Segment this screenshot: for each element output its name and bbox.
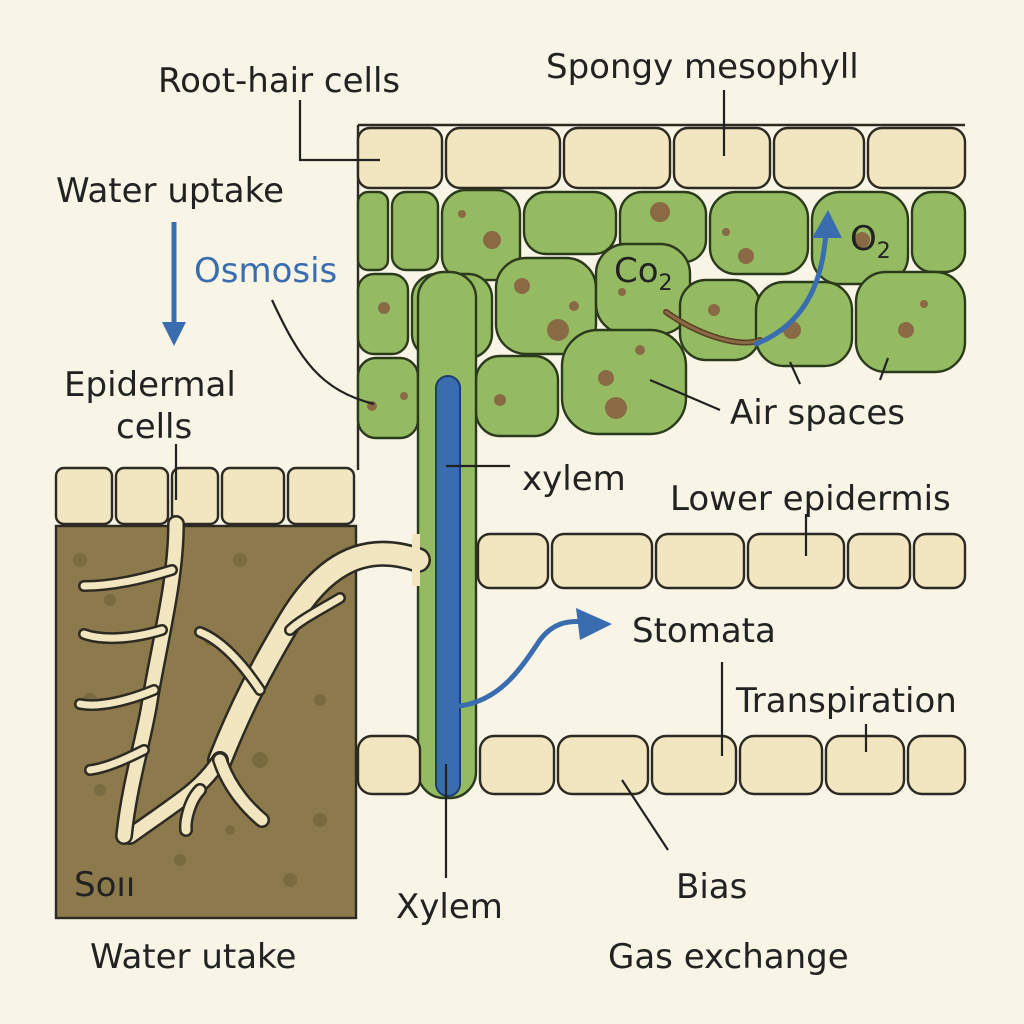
gas-exchange-arrow-icon [663, 210, 842, 347]
stomata-arrow-icon [457, 608, 612, 709]
water-uptake-label: Water uptake [56, 171, 284, 211]
o2-label: O2 [850, 219, 891, 264]
root-epidermal-cells [54, 466, 356, 526]
bottom-epidermis [356, 734, 967, 796]
down-arrow-icon [162, 222, 186, 346]
leaf-section [356, 123, 967, 800]
main-root [74, 515, 185, 845]
stomata-label: Stomata [632, 611, 776, 651]
xylem-lower-label: Xylem [396, 887, 503, 927]
root-branch [121, 540, 431, 845]
leader-lines [174, 90, 890, 878]
xylem-vessel [416, 270, 478, 800]
upper-epidermis [356, 126, 967, 190]
epidermal-cells-label-line2: cells [116, 407, 192, 447]
osmosis-label: Osmosis [194, 251, 337, 291]
root-hair-cells-label: Root-hair cells [158, 61, 400, 101]
soil-label: Soıı [74, 865, 135, 905]
transpiration-label: Transpiration [735, 681, 957, 721]
lower-epidermis-label: Lower epidermis [670, 479, 951, 519]
air-spaces-label: Air spaces [730, 393, 905, 433]
xylem-upper-label: xylem [522, 459, 626, 499]
lower-epidermis [476, 532, 967, 590]
spongy-mesophyll-label: Spongy mesophyll [546, 47, 859, 87]
gas-exchange-label: Gas exchange [608, 937, 849, 977]
water-utake-label: Water utake [90, 937, 296, 977]
co2-label: Co2 [614, 251, 673, 296]
epidermal-cells-label-line1: Epidermal [64, 365, 236, 405]
bias-label: Bias [676, 867, 747, 907]
root-soil-section [54, 466, 431, 920]
